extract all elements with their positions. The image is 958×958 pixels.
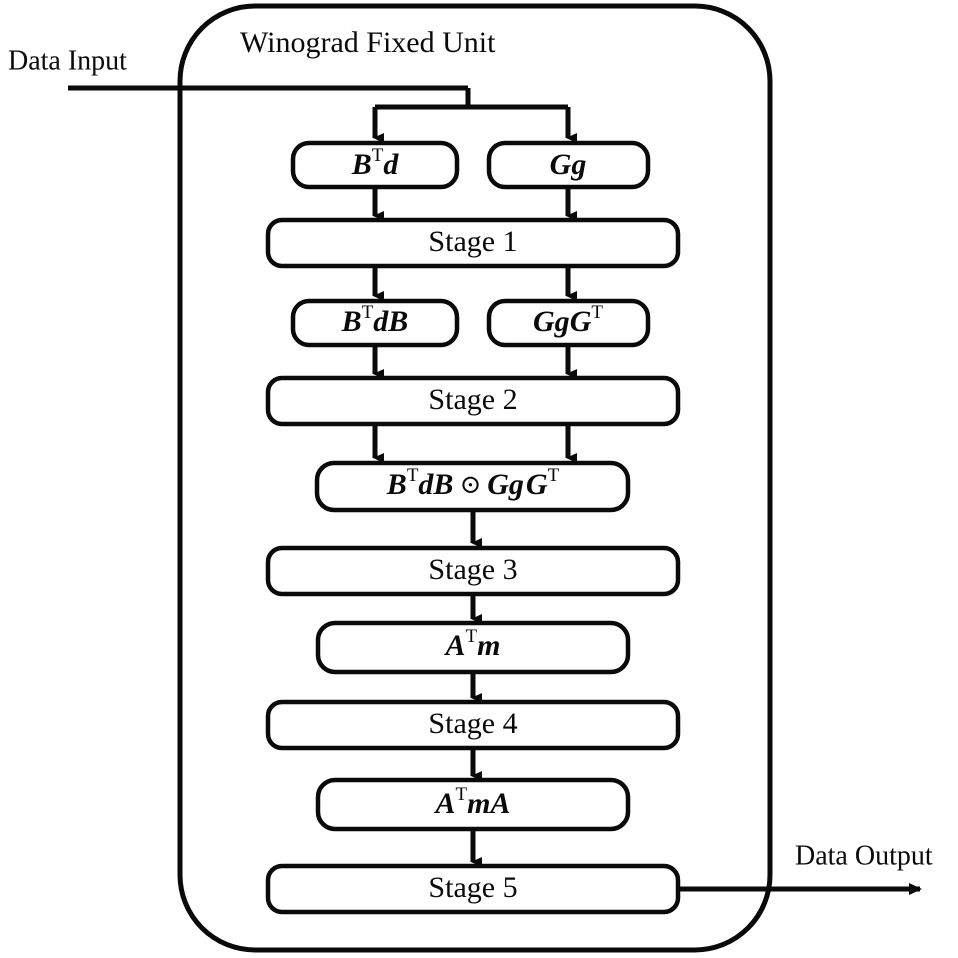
hadamard-left-base: B <box>386 468 407 501</box>
node-btd-sup: T <box>372 145 384 166</box>
node-gg-label: Gg <box>550 148 587 181</box>
node-stage2-label: Stage 2 <box>428 383 517 416</box>
node-btd-tail: d <box>383 148 399 181</box>
hadamard-right-tail: G <box>526 468 548 501</box>
node-stage2[interactable] <box>265 375 681 427</box>
node-stage3-label: Stage 3 <box>428 553 517 586</box>
node-gggt-label: GgGT <box>533 302 603 338</box>
hadamard-left-sup: T <box>407 465 419 486</box>
node-btdb-tail: dB <box>373 305 408 338</box>
node-gggt-tail: G <box>570 305 592 338</box>
node-atma-tail: mA <box>467 787 510 820</box>
node-btdb-sup: T <box>362 302 374 323</box>
node-atm-base: A <box>444 629 466 662</box>
node-gggt-sup: T <box>591 302 603 323</box>
node-btd-label: BTd <box>351 145 400 181</box>
node-atma-sup: T <box>456 784 468 805</box>
node-stage1[interactable] <box>265 217 681 269</box>
node-stage1-label: Stage 1 <box>428 225 517 258</box>
node-atma-label: ATmA <box>434 784 511 820</box>
node-btd-base: B <box>351 148 372 181</box>
input-branch-wire <box>375 88 471 110</box>
unit-title: Winograd Fixed Unit <box>240 26 496 59</box>
node-atm-tail: m <box>477 629 500 662</box>
data-input-label: Data Input <box>8 45 127 76</box>
node-gggt-base: Gg <box>533 305 570 338</box>
node-atm-label: ATm <box>444 626 501 662</box>
node-atm-sup: T <box>466 626 478 647</box>
hadamard-operator-icon: ⊙ <box>459 470 481 499</box>
winograd-unit-container <box>177 3 773 953</box>
node-gg-base: Gg <box>550 148 587 181</box>
node-btdb-base: B <box>341 305 362 338</box>
node-hadamard-label: BTdB⊙GgGT <box>386 465 560 501</box>
hadamard-right-base: Gg <box>487 468 524 501</box>
hadamard-right-sup: T <box>548 465 560 486</box>
data-output-label: Data Output <box>795 840 933 871</box>
node-atma-base: A <box>434 787 456 820</box>
node-stage5-label: Stage 5 <box>428 871 517 904</box>
node-btdb-label: BTdB <box>341 302 409 338</box>
node-stage4-label: Stage 4 <box>428 707 517 740</box>
hadamard-left-tail: dB <box>418 468 453 501</box>
